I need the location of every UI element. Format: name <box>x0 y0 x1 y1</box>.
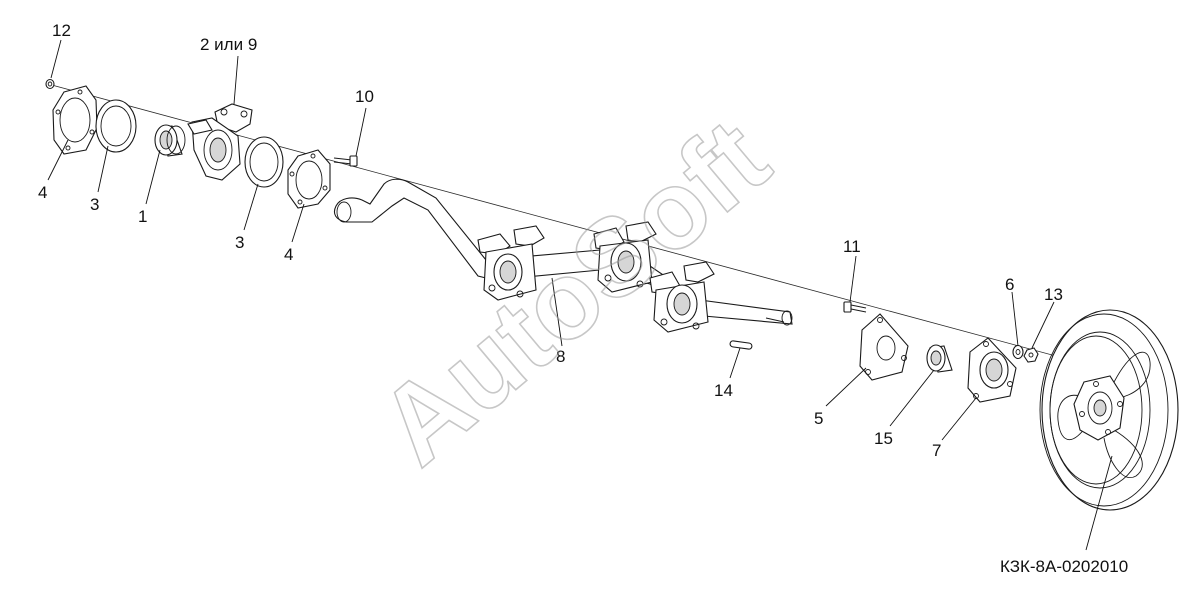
leader-13 <box>1031 301 1055 349</box>
callout-10: 10 <box>355 87 374 106</box>
leader-4a <box>47 139 69 181</box>
part-10-bolt <box>333 155 358 167</box>
leader-2or9 <box>233 55 239 105</box>
callout-6: 6 <box>1005 275 1014 294</box>
leader-3b <box>243 183 259 231</box>
part-3-ring-left <box>95 99 137 153</box>
callouts: 12 2 или 9 10 4 3 1 3 4 8 14 11 5 15 6 1… <box>38 21 1063 460</box>
bearing-unit-2 <box>593 221 657 293</box>
callout-4-right: 4 <box>284 245 293 264</box>
watermark: AutoSoft <box>356 96 791 489</box>
part-14-key <box>729 340 753 350</box>
leader-7 <box>941 397 977 441</box>
callout-3-right: 3 <box>235 233 244 252</box>
callout-8: 8 <box>556 347 565 366</box>
part-4-flange-left <box>52 85 98 155</box>
part-15-bushing <box>926 344 953 373</box>
part-3-ring-right <box>244 136 284 188</box>
leader-15 <box>889 369 935 427</box>
leader-12 <box>50 39 62 79</box>
part-2-or-9-housing <box>187 103 253 181</box>
callout-5: 5 <box>814 409 823 428</box>
part-7-flange <box>967 337 1017 403</box>
part-12-nut <box>45 78 55 90</box>
bearing-unit-3 <box>649 261 715 333</box>
leader-14 <box>729 347 741 379</box>
callout-4-left: 4 <box>38 183 47 202</box>
leader-1 <box>145 149 161 205</box>
leader-3a <box>97 145 109 193</box>
callout-3-left: 3 <box>90 195 99 214</box>
pulley <box>1039 309 1179 511</box>
part-6-washer <box>1012 344 1024 360</box>
callout-13: 13 <box>1044 285 1063 304</box>
leader-10 <box>355 107 367 157</box>
callout-2-or-9: 2 или 9 <box>200 35 257 54</box>
leader-8 <box>551 277 563 347</box>
callout-12: 12 <box>52 21 71 40</box>
leader-pulley <box>1085 455 1113 551</box>
leader-5 <box>825 367 867 407</box>
bearing-unit-1 <box>477 225 545 301</box>
part-1-bearing <box>154 124 186 157</box>
leader-lines <box>47 39 1113 551</box>
leader-6 <box>1011 291 1019 347</box>
callout-15: 15 <box>874 429 893 448</box>
part-13-nut <box>1023 347 1039 363</box>
part-11-bolt <box>843 301 867 313</box>
callout-14: 14 <box>714 381 733 400</box>
leader-11 <box>849 255 857 303</box>
part-5-flange <box>859 313 909 381</box>
callout-1: 1 <box>138 207 147 226</box>
drawing-code: КЗК-8А-0202010 <box>1000 557 1128 576</box>
callout-7: 7 <box>932 441 941 460</box>
callout-11: 11 <box>843 237 861 256</box>
part-4-flange-right <box>287 149 331 209</box>
leader-4b <box>291 203 305 243</box>
